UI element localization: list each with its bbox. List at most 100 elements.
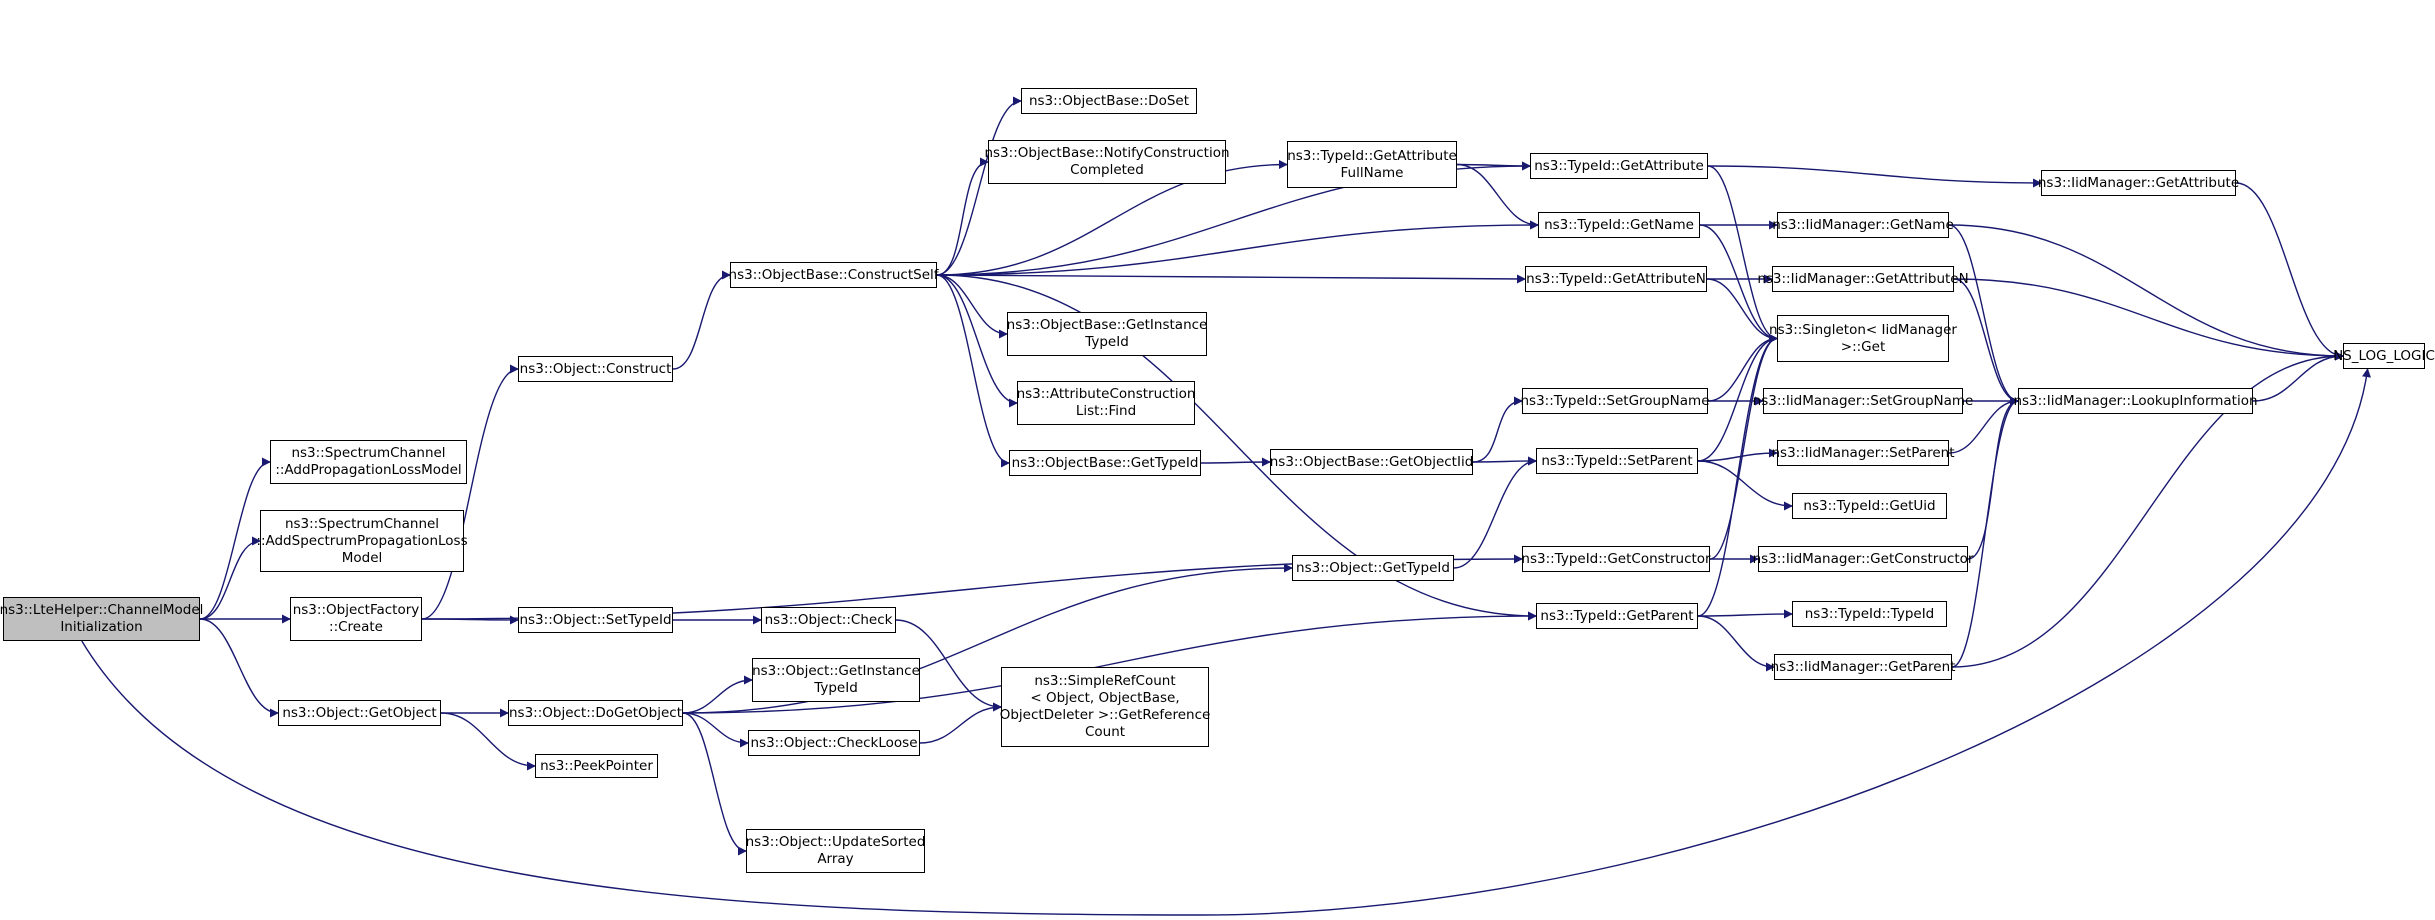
node-tgetctor[interactable]: ns3::TypeId::GetConstructor bbox=[1521, 546, 1711, 572]
node-obgettypeid[interactable]: ns3::ObjectBase::GetTypeId bbox=[1009, 450, 1201, 476]
node-ttypeid[interactable]: ns3::TypeId::TypeId bbox=[1792, 601, 1947, 627]
edge-obgetobjtid-to-tsetgroup bbox=[1472, 396, 1523, 463]
node-label-line: ns3::IidManager::GetName bbox=[1772, 216, 1954, 233]
edge-constructself-to-tgetname bbox=[936, 220, 1539, 276]
edge-obgetobjtid-to-tsetparent bbox=[1472, 456, 1537, 466]
node-getobject[interactable]: ns3::Object::GetObject bbox=[278, 700, 441, 726]
node-nslog[interactable]: NS_LOG_LOGIC bbox=[2333, 343, 2435, 369]
node-label-line: ns3::Object::SetTypeId bbox=[519, 611, 672, 628]
node-objgettypeid[interactable]: ns3::Object::GetTypeId bbox=[1292, 555, 1454, 581]
edge-tsetparent-to-isetparent bbox=[1697, 448, 1778, 462]
edge-isetparent-to-lookup bbox=[1948, 396, 2019, 454]
node-tsetparent[interactable]: ns3::TypeId::SetParent bbox=[1536, 448, 1698, 474]
node-dogetobject[interactable]: ns3::Object::DoGetObject bbox=[508, 700, 683, 726]
node-obgetobjtid[interactable]: ns3::ObjectBase::GetObjectIid bbox=[1270, 449, 1473, 475]
edge-dogetobject-to-updatesorted bbox=[682, 712, 747, 856]
node-label-line: NS_LOG_LOGIC bbox=[2333, 347, 2435, 364]
node-check[interactable]: ns3::Object::Check bbox=[761, 607, 896, 633]
node-label-line: ns3::IidManager::LookupInformation bbox=[2013, 392, 2258, 409]
node-label-line: ns3::Object::Construct bbox=[519, 360, 672, 377]
node-label-line: ::AddSpectrumPropagationLoss bbox=[256, 532, 468, 549]
node-label-line: TypeId bbox=[1085, 334, 1129, 350]
node-label-line: ns3::TypeId::SetParent bbox=[1541, 452, 1693, 469]
node-constructself[interactable]: ns3::ObjectBase::ConstructSelf bbox=[728, 262, 939, 288]
node-label-line: ns3::PeekPointer bbox=[540, 757, 653, 774]
node-isetparent[interactable]: ns3::IidManager::SetParent bbox=[1772, 440, 1955, 466]
edge-getobject-to-peekpointer bbox=[440, 712, 536, 771]
node-simpleref[interactable]: ns3::SimpleRefCount< Object, ObjectBase,… bbox=[1000, 667, 1210, 747]
node-label-line: Initialization bbox=[60, 619, 143, 635]
node-label-line: ns3::Object::DoGetObject bbox=[508, 704, 683, 721]
node-label-line: ns3::ObjectBase::NotifyConstruction bbox=[984, 145, 1230, 161]
node-tgetattr[interactable]: ns3::TypeId::GetAttribute bbox=[1530, 153, 1708, 179]
node-label-line: ns3::ObjectFactory bbox=[292, 602, 420, 618]
node-label-line: ns3::Object::GetInstance bbox=[752, 663, 920, 679]
node-label-line: ::Create bbox=[329, 619, 383, 635]
node-label-line: Count bbox=[1084, 724, 1126, 740]
node-label-line: ns3::TypeId::GetAttribute bbox=[1534, 157, 1704, 174]
node-label-line: ns3::ObjectBase::ConstructSelf bbox=[728, 266, 939, 283]
node-tgetattrn[interactable]: ns3::TypeId::GetAttributeN bbox=[1525, 266, 1707, 292]
edge-root-to-getobject bbox=[199, 618, 279, 718]
node-label-line: Model bbox=[341, 549, 383, 566]
node-label-line: ns3::Object::UpdateSorted bbox=[745, 834, 926, 850]
node-label-line: ns3::TypeId::GetParent bbox=[1540, 607, 1694, 624]
node-label-line: < Object, ObjectBase, bbox=[1030, 690, 1180, 706]
edge-tgetname-to-singleton bbox=[1699, 224, 1778, 343]
edge-dogetobject-to-objgetinst bbox=[682, 675, 753, 714]
edge-root-to-nslog bbox=[81, 368, 2371, 916]
node-peekpointer[interactable]: ns3::PeekPointer bbox=[535, 754, 658, 778]
node-isetgroup[interactable]: ns3::IidManager::SetGroupName bbox=[1753, 388, 1973, 414]
node-igetparent[interactable]: ns3::IidManager::GetParent bbox=[1771, 654, 1955, 680]
edge-igetparent-to-nslog bbox=[1951, 351, 2344, 668]
node-label-line: >::Get bbox=[1840, 338, 1886, 355]
edge-root-to-addprop bbox=[199, 457, 271, 620]
node-doset[interactable]: ns3::ObjectBase::DoSet bbox=[1021, 88, 1197, 114]
node-label-line: ns3::TypeId::GetAttribute bbox=[1287, 147, 1457, 164]
node-igetattrn[interactable]: ns3::IidManager::GetAttributeN bbox=[1757, 266, 1969, 292]
node-checkloose[interactable]: ns3::Object::CheckLoose bbox=[748, 730, 920, 756]
edge-tgetattr-to-singleton bbox=[1707, 165, 1778, 343]
edge-dogetobject-to-objgettypeid bbox=[682, 563, 1293, 714]
node-ofcreate[interactable]: ns3::ObjectFactory::Create bbox=[290, 597, 422, 641]
edge-constructself-to-notify bbox=[936, 157, 989, 276]
node-label-line: ns3::ObjectBase::GetObjectIid bbox=[1269, 453, 1474, 470]
edge-checkloose-to-simpleref bbox=[919, 702, 1002, 744]
node-label-line: ns3::ObjectBase::DoSet bbox=[1028, 92, 1190, 109]
node-igetctor[interactable]: ns3::IidManager::GetConstructor bbox=[1753, 546, 1973, 572]
edge-getattrfull-to-tgetattr bbox=[1456, 161, 1531, 171]
edge-igetparent-to-lookup bbox=[1951, 396, 2019, 668]
edge-tgetparent-to-igetparent bbox=[1697, 615, 1775, 672]
node-construct[interactable]: ns3::Object::Construct bbox=[518, 356, 673, 382]
edge-tgetparent-to-ttypeid bbox=[1697, 609, 1793, 619]
node-label-line: ns3::Object::GetObject bbox=[282, 704, 437, 721]
node-label-line: ns3::AttributeConstruction bbox=[1016, 386, 1196, 402]
node-label-line: ns3::TypeId::GetUid bbox=[1803, 497, 1936, 514]
node-lookup[interactable]: ns3::IidManager::LookupInformation bbox=[2013, 388, 2258, 414]
node-addspec[interactable]: ns3::SpectrumChannel::AddSpectrumPropaga… bbox=[256, 510, 468, 572]
edge-igetattr-to-nslog bbox=[2235, 182, 2344, 361]
node-igetname[interactable]: ns3::IidManager::GetName bbox=[1772, 212, 1954, 238]
node-settypeid[interactable]: ns3::Object::SetTypeId bbox=[518, 607, 673, 633]
node-singleton[interactable]: ns3::Singleton< IidManager>::Get bbox=[1769, 315, 1957, 362]
node-label-line: ns3::SpectrumChannel bbox=[291, 445, 446, 461]
node-label-line: ns3::TypeId::TypeId bbox=[1804, 605, 1935, 622]
node-tgetname[interactable]: ns3::TypeId::GetName bbox=[1538, 212, 1700, 238]
node-tsetgroup[interactable]: ns3::TypeId::SetGroupName bbox=[1520, 388, 1710, 414]
node-label-line: ns3::TypeId::GetAttributeN bbox=[1526, 270, 1706, 287]
node-tgetparent[interactable]: ns3::TypeId::GetParent bbox=[1536, 603, 1698, 629]
node-addprop[interactable]: ns3::SpectrumChannel::AddPropagationLoss… bbox=[270, 440, 467, 484]
node-igetattr[interactable]: ns3::IidManager::GetAttribute bbox=[2038, 170, 2239, 196]
edge-tgetattrn-to-singleton bbox=[1706, 278, 1778, 343]
edge-objgettypeid-to-tsetparent bbox=[1453, 456, 1537, 569]
edge-getattrfull-to-tgetname bbox=[1456, 163, 1539, 230]
node-tgetuid[interactable]: ns3::TypeId::GetUid bbox=[1792, 493, 1947, 519]
